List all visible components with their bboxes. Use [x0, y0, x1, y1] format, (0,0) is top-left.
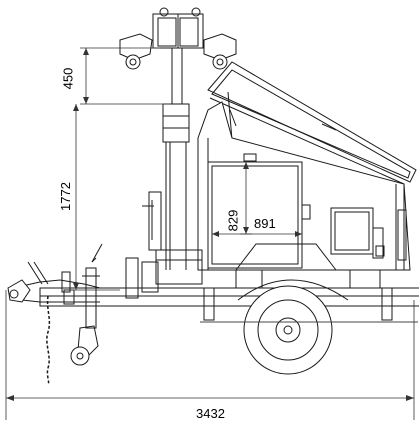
dimension-mast-height: 1772	[57, 182, 73, 211]
solar-panel	[207, 61, 417, 185]
jockey-wheel	[70, 243, 103, 366]
dimension-lines	[5, 47, 415, 420]
trailer-wheel	[237, 279, 349, 375]
dimension-arrows	[6, 48, 414, 401]
trailer-chassis	[39, 243, 419, 321]
lamp-head-assembly	[119, 7, 237, 70]
telescopic-mast	[142, 48, 190, 270]
dimension-door-width: 891	[254, 216, 276, 231]
dimension-door-height: 829	[225, 209, 241, 232]
dimension-overall-length: 3432	[196, 406, 225, 421]
safety-chain	[46, 295, 51, 385]
drawbar-coupling	[7, 261, 101, 305]
dimension-mast-top: 450	[60, 67, 76, 90]
